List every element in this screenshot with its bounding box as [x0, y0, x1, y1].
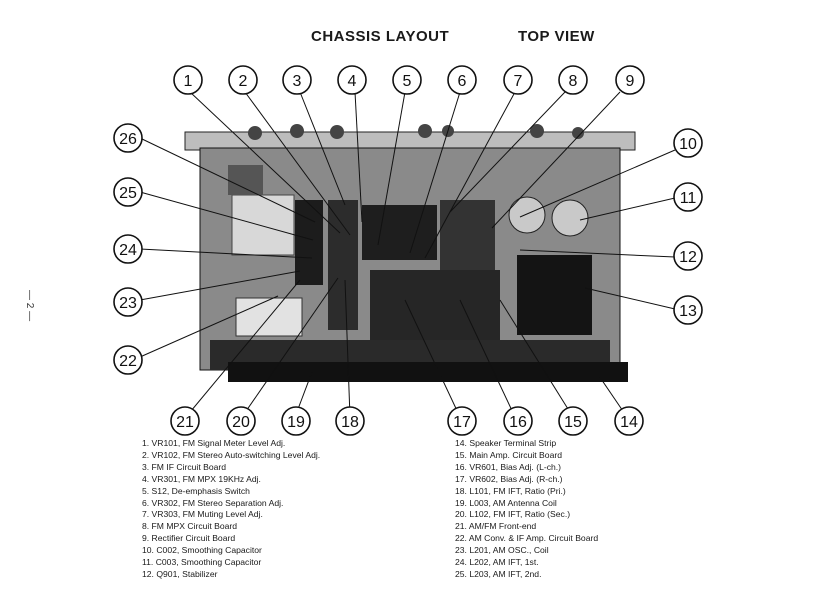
transformer	[228, 165, 263, 195]
legend-item: 12. Q901, Stabilizer	[142, 568, 218, 579]
callout-circle-4	[337, 65, 367, 95]
legend-item: 1. VR101, FM Signal Meter Level Adj.	[142, 438, 286, 448]
psu-board	[440, 200, 495, 270]
legend-item: 4. VR301, FM MPX 19KHz Adj.	[142, 473, 261, 484]
callout-15: 15	[564, 414, 582, 431]
legend-item: 9. Rectifier Circuit Board	[142, 533, 236, 544]
legend-item: 16. VR601, Bias Adj. (L-ch.)	[455, 461, 562, 472]
legend-item: 15. Main Amp. Circuit Board	[455, 449, 562, 460]
legend-left: 1. VR101, FM Signal Meter Level Adj. 2. …	[142, 438, 442, 581]
callout-circle-19	[281, 406, 311, 436]
legend-item: 5. S12, De-emphasis Switch	[142, 485, 250, 496]
front-end-box	[231, 194, 295, 256]
legend-item: 17. VR602, Bias Adj. (R-ch.)	[455, 473, 563, 484]
callout-circle-11	[673, 182, 703, 212]
callout-11: 11	[680, 190, 697, 207]
callout-17: 17	[453, 414, 471, 431]
legend-item: 14. Speaker Terminal Strip	[455, 438, 557, 448]
rectifier-board	[362, 205, 437, 260]
callout-circle-9	[615, 65, 645, 95]
callout-20: 20	[232, 414, 250, 431]
page-title: CHASSIS LAYOUT	[311, 28, 450, 45]
legend-item: 10. C002, Smoothing Capacitor	[142, 545, 262, 556]
callout-3: 3	[293, 73, 302, 90]
callout-circle-16	[503, 406, 533, 436]
legend-right: 14. Speaker Terminal Strip 15. Main Amp.…	[455, 438, 775, 581]
callout-7: 7	[514, 73, 523, 90]
callout-circle-20	[226, 406, 256, 436]
legend-item: 3. FM IF Circuit Board	[142, 461, 227, 472]
callout-25: 25	[119, 185, 137, 202]
callout-circle-15	[558, 406, 588, 436]
callout-22: 22	[119, 353, 137, 370]
callout-circle-3	[282, 65, 312, 95]
capacitor-c002	[508, 196, 546, 234]
callout-18: 18	[341, 414, 359, 431]
callout-14: 14	[620, 414, 638, 431]
legend-item: 6. VR302, FM Stereo Separation Adj.	[142, 497, 284, 508]
callout-circle-26	[113, 123, 143, 153]
callout-24: 24	[119, 242, 137, 259]
heatsink	[517, 255, 592, 335]
callout-circle-13	[673, 295, 703, 325]
legend-item: 11. C003, Smoothing Capacitor	[142, 557, 262, 568]
legend-item: 8. FM MPX Circuit Board	[142, 521, 238, 532]
capacitor-c003	[551, 199, 589, 237]
callout-6: 6	[458, 73, 467, 90]
callout-circle-18	[335, 406, 365, 436]
legend-item: 19. L003, AM Antenna Coil	[455, 497, 557, 508]
callout-26: 26	[119, 131, 137, 148]
callout-circle-14	[614, 406, 644, 436]
mpx-board	[328, 200, 358, 330]
callout-9: 9	[626, 73, 635, 90]
main-amp-board	[370, 270, 500, 340]
callout-circle-12	[673, 241, 703, 271]
callout-circle-10	[673, 128, 703, 158]
legend-item: 7. VR303, FM Muting Level Adj.	[142, 509, 263, 520]
callout-circle-6	[447, 65, 477, 95]
callout-circle-8	[558, 65, 588, 95]
callout-circle-5	[392, 65, 422, 95]
callout-5: 5	[403, 73, 412, 90]
legend-item: 22. AM Conv. & IF Amp. Circuit Board	[455, 533, 599, 544]
callout-23: 23	[119, 295, 137, 312]
callout-circle-7	[503, 65, 533, 95]
callout-circles	[113, 65, 703, 436]
callout-8: 8	[569, 73, 578, 90]
callout-10: 10	[679, 136, 697, 153]
callout-16: 16	[509, 414, 527, 431]
view-title: TOP VIEW	[518, 28, 595, 45]
legend-item: 24. L202, AM IFT, 1st.	[455, 557, 539, 568]
legend-item: 2. VR102, FM Stereo Auto-switching Level…	[142, 449, 321, 460]
callout-circle-1	[173, 65, 203, 95]
callout-circle-25	[113, 177, 143, 207]
page-number: — 2 —	[24, 290, 35, 322]
callout-4: 4	[348, 73, 357, 90]
callout-19: 19	[287, 414, 305, 431]
legend-item: 21. AM/FM Front-end	[455, 521, 537, 532]
callout-circle-24	[113, 234, 143, 264]
callout-circle-22	[113, 345, 143, 375]
callout-21: 21	[176, 414, 194, 431]
callout-2: 2	[239, 73, 248, 90]
callout-12: 12	[679, 249, 697, 266]
callout-circle-17	[447, 406, 477, 436]
legend-item: 18. L101, FM IFT, Ratio (Pri.)	[455, 485, 566, 496]
callout-circle-21	[170, 406, 200, 436]
callout-13: 13	[679, 303, 697, 320]
legend-item: 20. L102, FM IFT, Ratio (Sec.)	[455, 509, 571, 520]
callout-circle-2	[228, 65, 258, 95]
callout-numbers: 1 2 3 4 5 6 7 8 9 10 11 12 13 14 15 16 1…	[119, 73, 697, 431]
callout-1: 1	[184, 73, 193, 90]
callout-circle-23	[113, 287, 143, 317]
legend-item: 25. L203, AM IFT, 2nd.	[455, 568, 542, 579]
leader-lines	[139, 91, 676, 418]
legend-item: 23. L201, AM OSC., Coil	[455, 545, 549, 556]
